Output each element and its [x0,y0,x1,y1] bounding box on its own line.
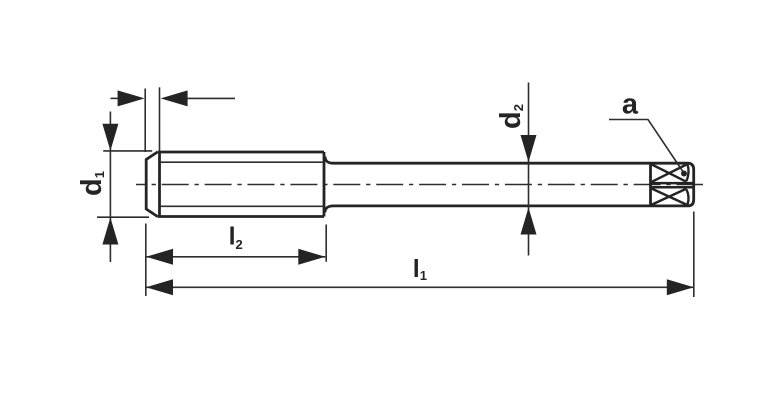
svg-text:a: a [622,89,639,121]
